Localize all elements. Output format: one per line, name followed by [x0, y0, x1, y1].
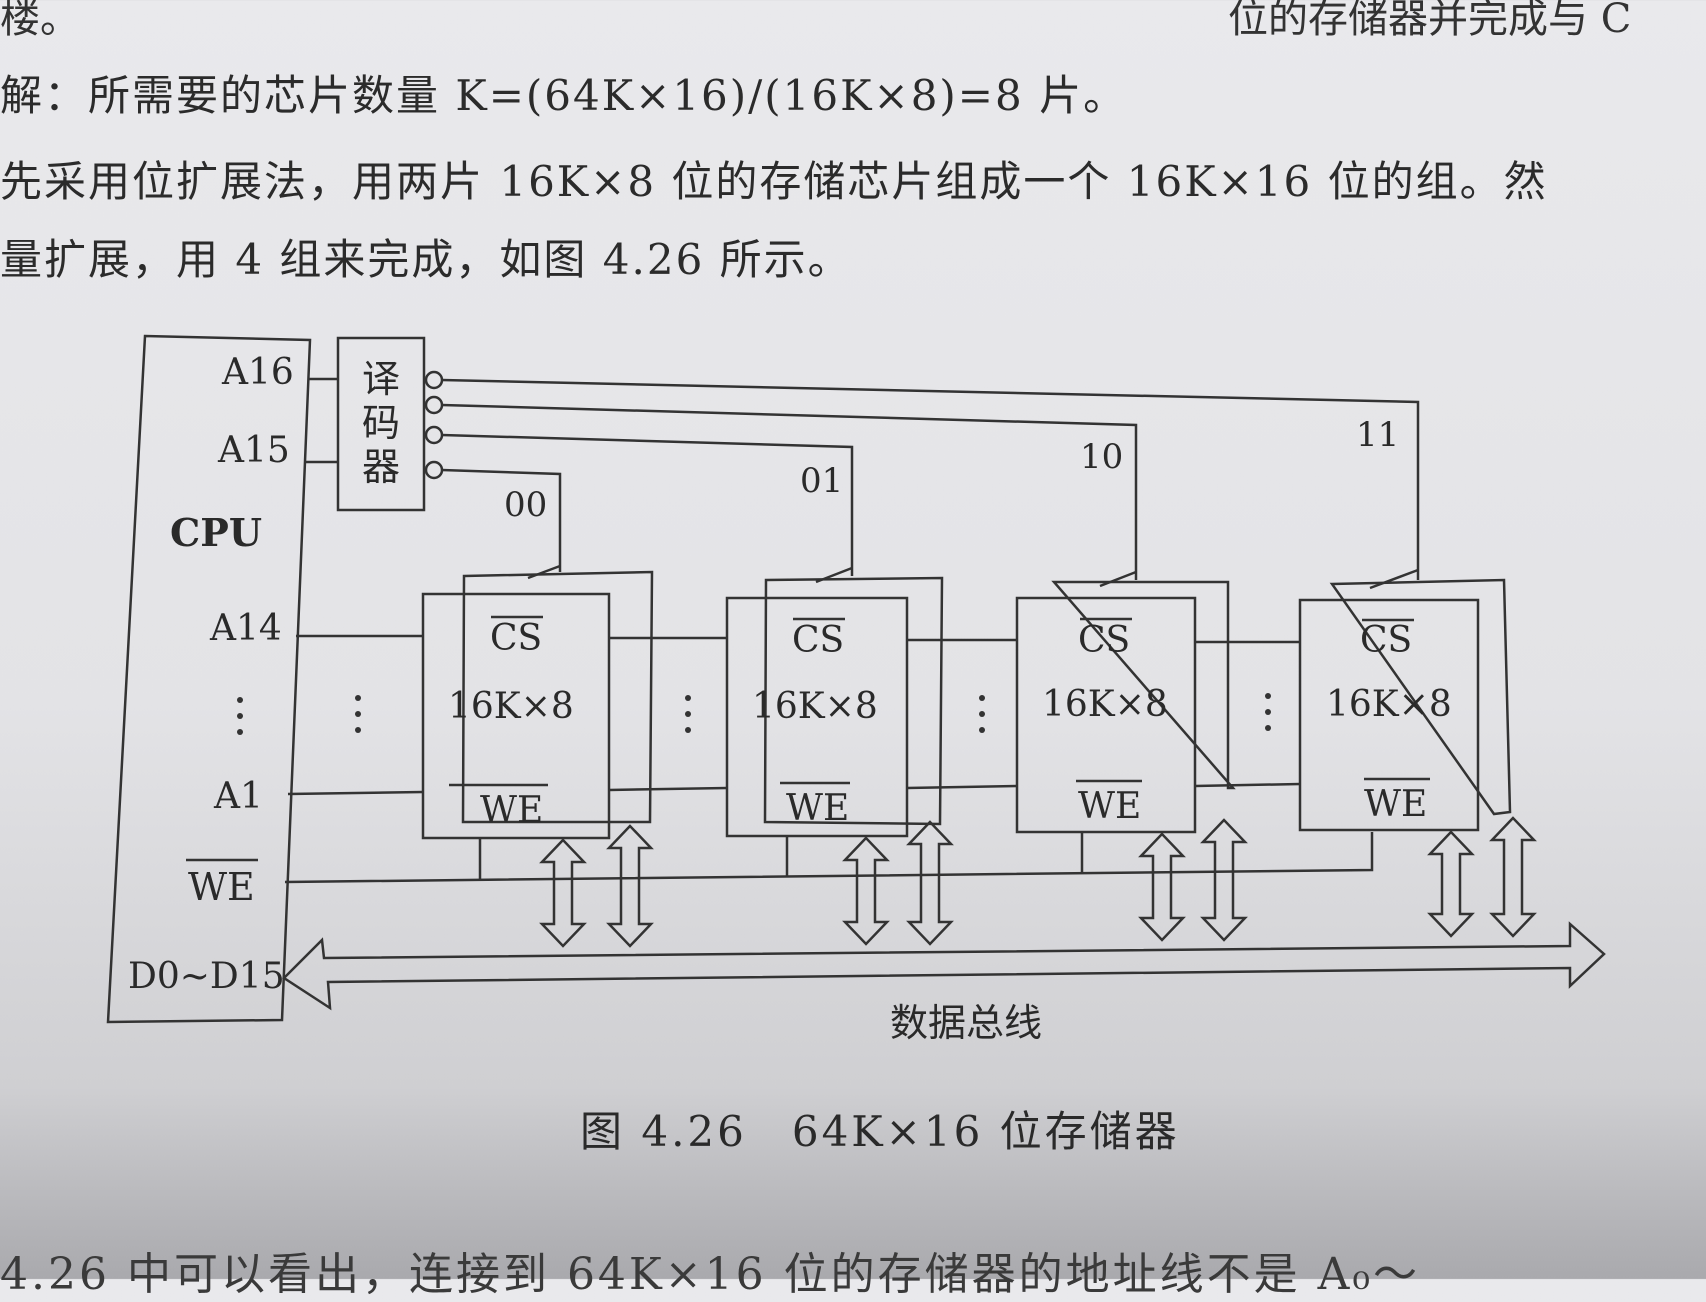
pin-a1-label: A1 — [213, 776, 263, 817]
output-label-00: 00 — [504, 485, 547, 525]
decoder-output-00-bubble — [424, 460, 444, 480]
chip-group-1 — [421, 592, 611, 840]
solution-line: 解：所需要的芯片数量 K=(64K×16)/(16K×8)=8 片。 — [0, 71, 1128, 120]
chip-1-size: 16K×8 — [448, 686, 574, 727]
chip-group-4-back-outline — [1329, 578, 1512, 816]
bottom-fragment: 4.26 中可以看出，连接到 64K×16 位的存储器的地址线不是 A₀～ — [0, 1249, 1421, 1300]
chip-group-3 — [1015, 596, 1197, 834]
output-label-11: 11 — [1356, 415, 1399, 455]
chip-group-3-back-outline — [1051, 580, 1236, 790]
chip-3-size: 16K×8 — [1042, 684, 1168, 725]
chip-4-size: 16K×8 — [1326, 684, 1452, 725]
chip-4-we: WE — [1364, 784, 1427, 825]
pin-a14-label: A14 — [209, 608, 282, 649]
paragraph-line-3: 量扩展，用 4 组来完成，如图 4.26 所示。 — [0, 235, 852, 284]
pin-a16-label: A16 — [221, 352, 294, 393]
cpu-block — [106, 334, 312, 1024]
figure-caption: 图 4.26 64K×16 位存储器 — [580, 1107, 1180, 1156]
paragraph-line-2: 先采用位扩展法，用两片 16K×8 位的存储芯片组成一个 16K×16 位的组。… — [0, 157, 1548, 206]
addr-line-a1 — [287, 790, 424, 796]
pin-we-label: WE — [188, 865, 255, 909]
chip-group-1-back-outline — [461, 570, 654, 824]
data-bus-arrow — [282, 921, 1606, 1011]
select-line-00 — [441, 468, 562, 572]
decoder-label-2: 码 — [362, 401, 400, 445]
chip-1-cs: CS — [490, 618, 542, 659]
output-label-10: 10 — [1080, 437, 1123, 477]
chip-3-we: WE — [1078, 786, 1141, 827]
decoder-output-10-bubble — [424, 395, 444, 415]
chip-2-we: WE — [786, 788, 849, 829]
decoder-block — [336, 336, 426, 512]
select-line-10 — [441, 403, 1138, 580]
top-left-fragment: 楼。 — [0, 0, 80, 42]
data-bus-label: 数据总线 — [890, 1001, 1042, 1045]
decoder-label-3: 器 — [362, 445, 400, 489]
chip-group-4 — [1298, 598, 1480, 832]
chip-4-cs: CS — [1360, 620, 1412, 661]
select-line-01 — [441, 433, 854, 576]
chip-group-2 — [725, 596, 909, 838]
top-right-fragment: 位的存储器并完成与 C — [1228, 0, 1632, 42]
cpu-label: CPU — [170, 510, 262, 555]
chip-2-cs: CS — [792, 620, 844, 661]
chip-2-size: 16K×8 — [752, 686, 878, 727]
select-line-11 — [441, 378, 1420, 580]
decoder-output-11-bubble — [424, 370, 444, 390]
ellipsis-dots — [237, 693, 1271, 735]
chip-1-we: WE — [480, 790, 543, 831]
decoder-output-01-bubble — [424, 425, 444, 445]
decoder-label-1: 译 — [362, 357, 400, 401]
pin-a15-label: A15 — [217, 430, 290, 471]
chip-3-cs: CS — [1078, 620, 1130, 661]
chip-group-2-back-outline — [763, 576, 944, 826]
pin-data-label: D0~D15 — [128, 956, 285, 997]
we-bus — [284, 832, 1374, 884]
output-label-01: 01 — [800, 461, 843, 501]
data-arrows — [539, 816, 1537, 948]
